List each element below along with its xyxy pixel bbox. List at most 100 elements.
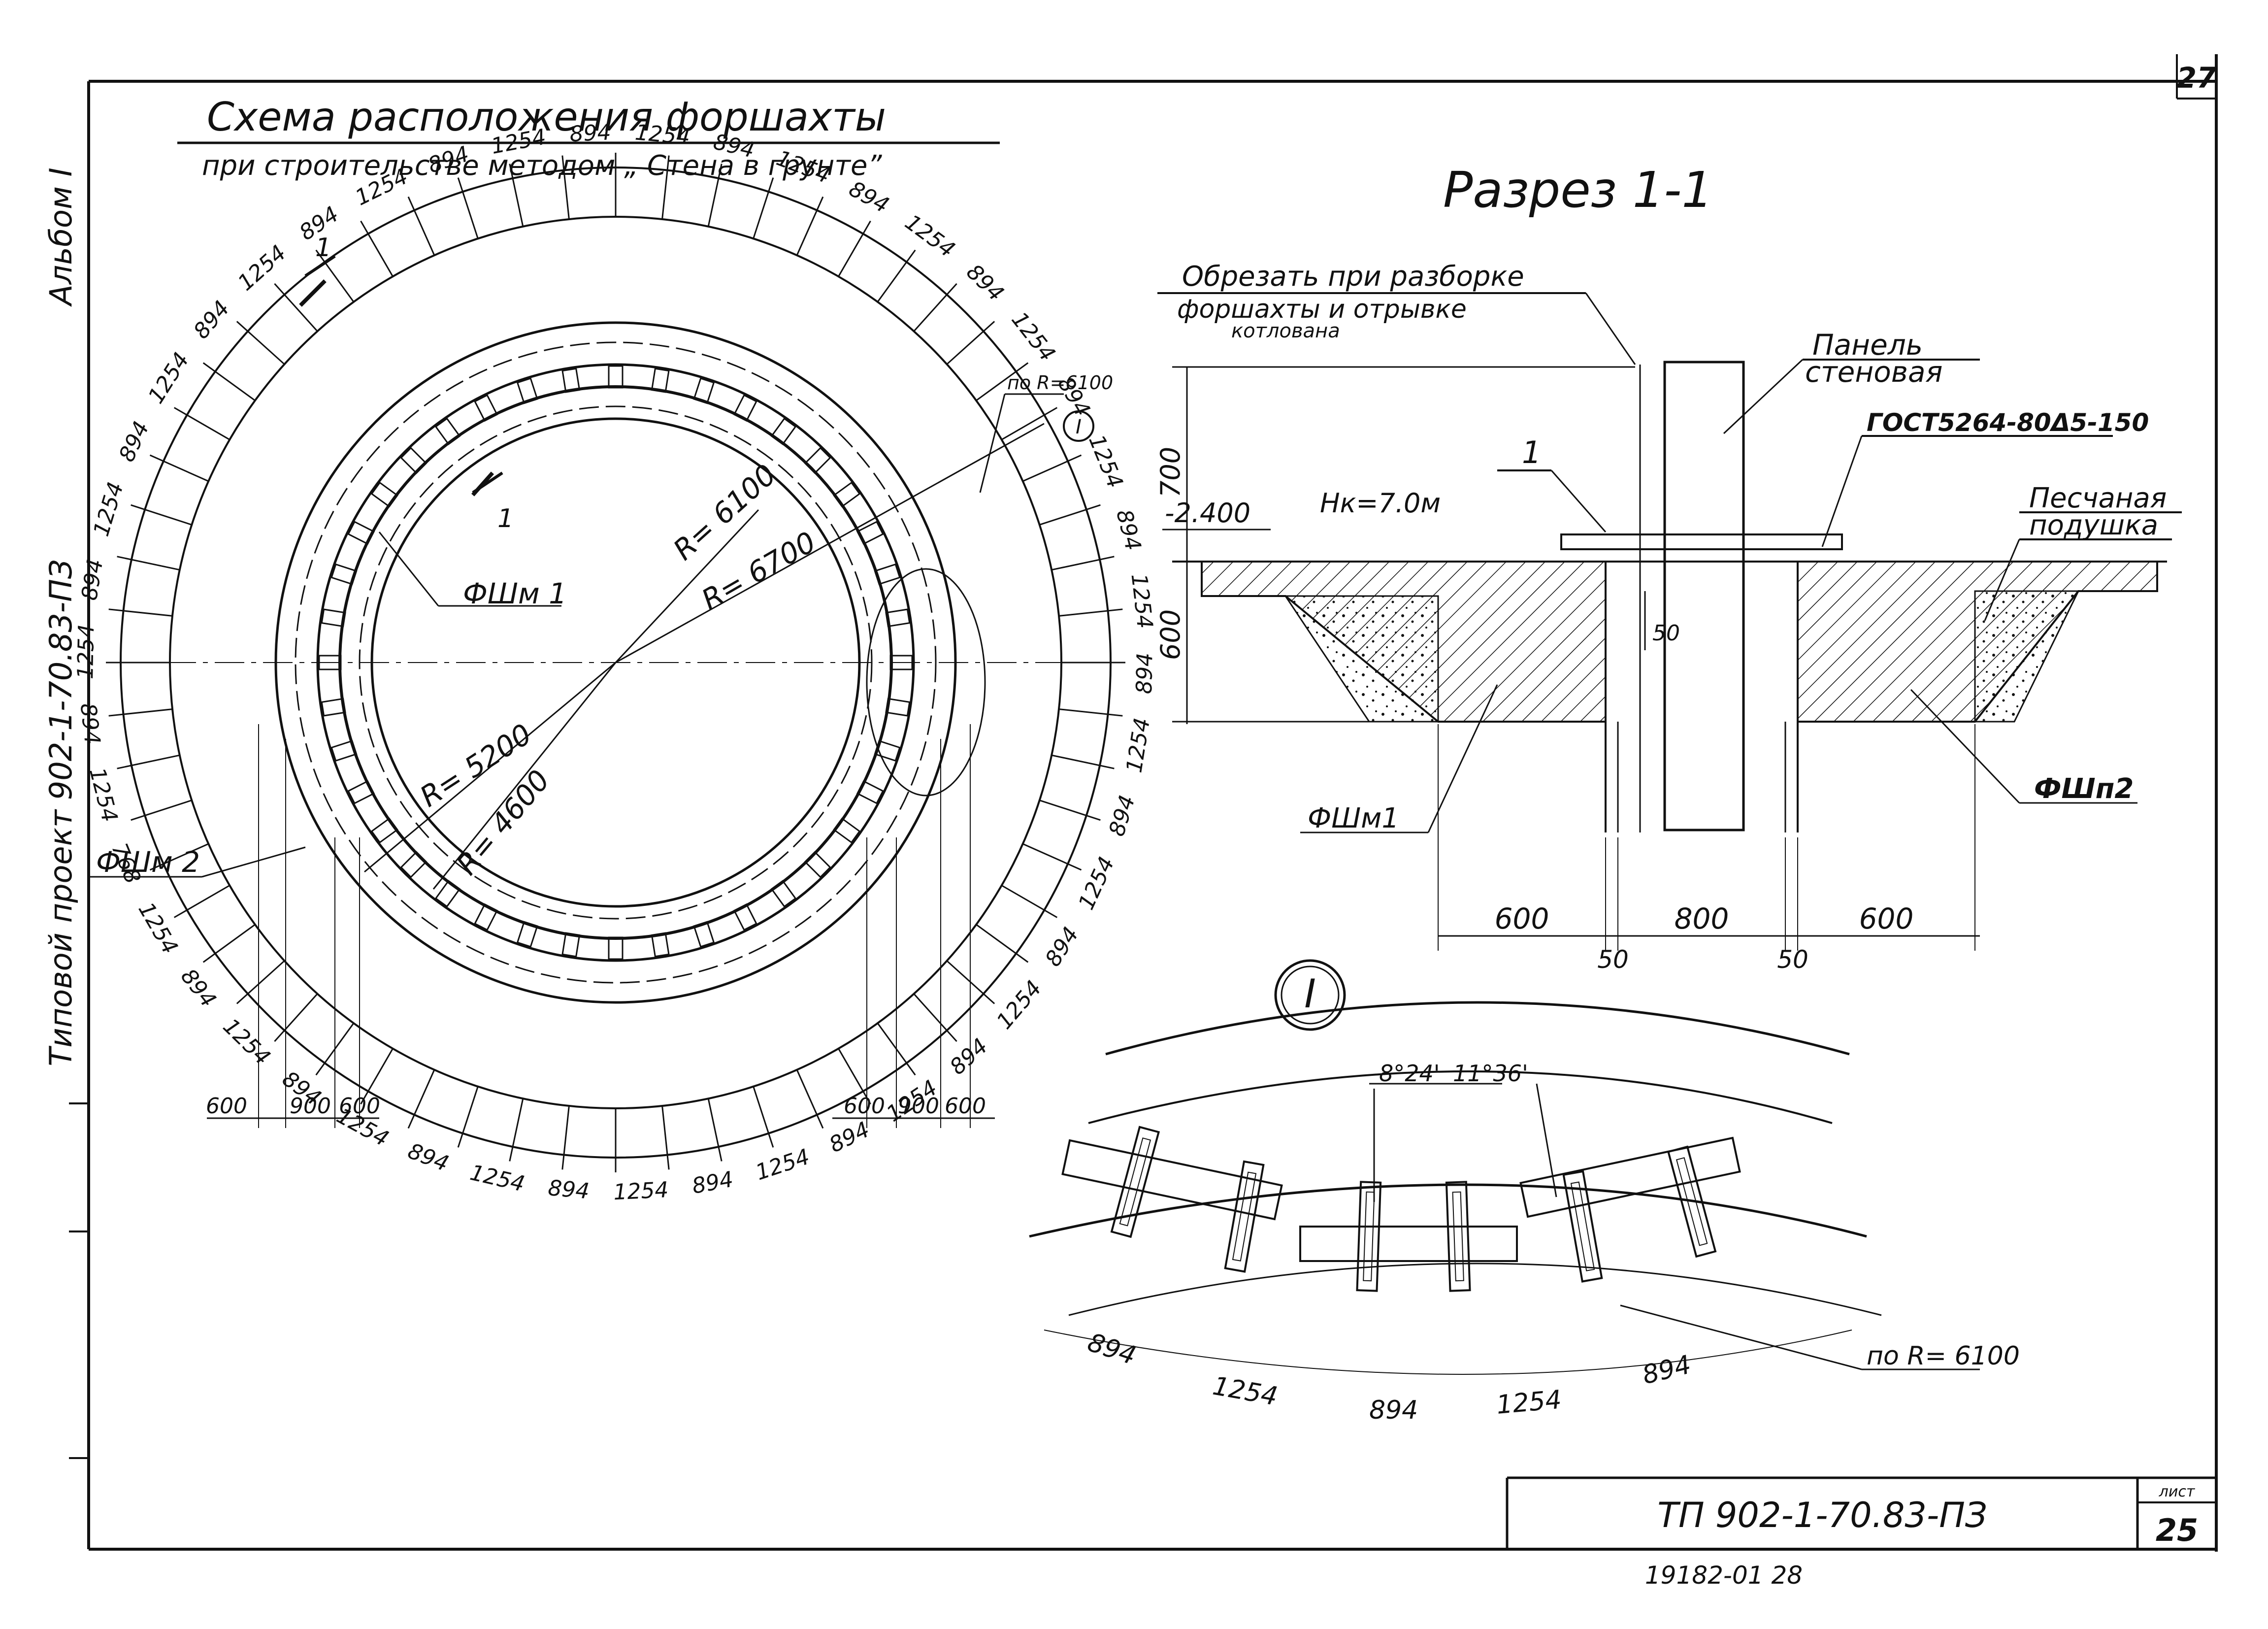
mark-1-label: 1: [1522, 434, 1541, 470]
plan-segment-dim: 894: [1040, 923, 1084, 971]
anchor-bracket: [318, 655, 342, 670]
anchor-bracket: [874, 563, 901, 585]
section-gap-50-right: 50: [1777, 945, 1808, 974]
sand-label-1: Песчаная: [2029, 482, 2167, 514]
segment-tick: [1058, 608, 1123, 617]
anchor-bracket: [347, 780, 375, 804]
segment-tick: [1051, 754, 1115, 769]
segment-tick: [108, 708, 173, 717]
segment-tick: [561, 1105, 570, 1170]
anchor-bracket: [651, 932, 670, 958]
anchor-bracket: [651, 367, 670, 393]
plan-segment-dim: 894: [547, 1175, 591, 1204]
segment-tick: [315, 249, 355, 302]
detail-anchor: [1445, 1181, 1471, 1292]
plan-segment-dim: 1254: [233, 240, 291, 296]
plan-segment-dim: 1254: [753, 1144, 813, 1186]
detail-dim-5: 894: [1640, 1350, 1694, 1390]
segment-tick: [753, 177, 774, 239]
segment-tick: [913, 993, 957, 1042]
plan-segment-dim: 894: [961, 260, 1009, 306]
plan-segment-dim: 1254: [73, 624, 99, 679]
segment-tick: [796, 196, 824, 256]
section-fshp2-label: ФШп2: [2034, 773, 2134, 805]
anchor-bracket: [693, 377, 715, 404]
segment-tick: [131, 799, 192, 821]
detail-dim-3: 894: [1369, 1396, 1418, 1425]
segment-tick: [236, 321, 285, 365]
anchor-bracket: [733, 903, 757, 931]
segment-tick: [1001, 885, 1058, 918]
plan-segment-dim: 1254: [468, 1160, 527, 1197]
segment-tick: [315, 1023, 355, 1076]
dim-br-600: 600: [844, 1094, 885, 1119]
callout-ref-label: по R=6100: [1007, 372, 1113, 394]
section-mark-top: 1: [315, 233, 331, 263]
segment-tick: [457, 177, 479, 239]
segment-tick: [707, 1098, 723, 1162]
segment-tick: [796, 1069, 824, 1129]
plan-segment-dim: 1254: [613, 1177, 669, 1205]
segment-tick: [117, 556, 180, 571]
segment-tick: [1022, 454, 1082, 482]
segment-tick: [117, 754, 180, 769]
drawing-designation: ТП 902-1-70.83-ПЗ: [1657, 1495, 1987, 1535]
section-dim-600-left: 600: [1495, 902, 1549, 935]
detail-dim-4: 1254: [1495, 1385, 1563, 1420]
segment-tick: [946, 960, 995, 1004]
page-number: 27: [2177, 61, 2217, 95]
dim-br-600b: 600: [945, 1094, 986, 1119]
plan-segment-dim: 894: [1132, 653, 1158, 695]
segment-tick: [1051, 556, 1115, 571]
inventory-number: 19182-01 28: [1645, 1561, 1803, 1590]
plan-segment-dim: 1254: [89, 479, 129, 539]
segment-tick: [877, 1023, 916, 1076]
detail-anchor-inner: [1119, 1137, 1151, 1227]
segment-tick: [707, 164, 723, 227]
dim-700: 700: [1155, 447, 1186, 498]
detail-anchor-inner: [1570, 1181, 1595, 1271]
album-label: Альбом I: [43, 167, 79, 307]
project-label: Типовой проект 902-1-70.83-ПЗ: [43, 559, 79, 1066]
anchor-bracket: [693, 921, 715, 948]
segment-tick: [946, 321, 995, 365]
segment-tick: [274, 283, 318, 332]
fshm1-label: ФШм 1: [463, 577, 567, 610]
anchor-bracket: [330, 740, 358, 762]
segment-tick: [877, 249, 916, 302]
segment-tick: [838, 1048, 871, 1105]
section-gap-50-left: 50: [1597, 945, 1629, 974]
detail-anchor: [1562, 1170, 1603, 1283]
segment-tick: [360, 220, 394, 277]
dim-br-900: 900: [898, 1094, 939, 1119]
panel-label-1: Панель: [1812, 328, 1923, 362]
segment-tick: [753, 1086, 774, 1148]
plan-segment-dim: 894: [75, 702, 105, 746]
section-fshm1-label: ФШм1: [1308, 802, 1399, 834]
plan-subtitle: при строительстве методом „ Стена в грун…: [202, 150, 882, 182]
segment-tick: [509, 164, 524, 227]
plan-segment-dim: 1254: [143, 348, 194, 408]
segment-tick: [1001, 407, 1058, 440]
detail-ref-note: по R= 6100: [1867, 1341, 2020, 1371]
dim-bl-600: 600: [206, 1094, 247, 1119]
plan-segment-dim: 1254: [1074, 853, 1119, 914]
plan-segment-dim: 894: [404, 1138, 452, 1176]
anchor-bracket: [770, 417, 797, 445]
plan-segment-dim: 894: [825, 1117, 874, 1158]
dim-50-inner: 50: [1652, 621, 1680, 646]
detail-anchor-inner: [1676, 1157, 1708, 1246]
anchor-bracket: [321, 608, 346, 628]
segment-tick: [509, 1098, 524, 1162]
plan-title: Схема расположения форшахты: [207, 94, 886, 140]
anchor-bracket: [347, 521, 375, 545]
anchor-bracket: [856, 780, 884, 804]
detail-dim-2: 1254: [1211, 1371, 1280, 1412]
fshm2-label: ФШм 2: [96, 845, 200, 879]
anchor-bracket: [474, 394, 498, 422]
detail-marker: I: [1304, 971, 1316, 1017]
detail-angle-2: 11°36': [1453, 1060, 1528, 1087]
anchor-bracket: [889, 655, 913, 670]
